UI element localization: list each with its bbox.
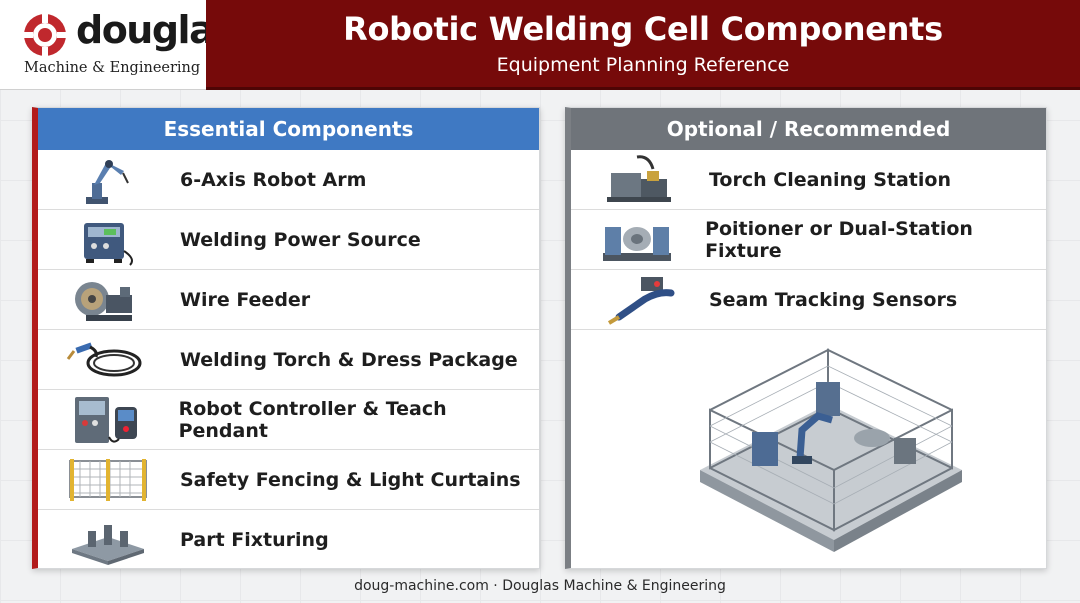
header: douglas Machine & Engineering Robotic We… [0,0,1080,90]
list-item: Torch Cleaning Station [571,150,1046,210]
essential-heading: Essential Components [38,108,539,150]
list-item: 6-Axis Robot Arm [38,150,539,210]
item-label: Welding Torch & Dress Package [180,348,518,371]
item-label: Safety Fencing & Light Curtains [180,468,521,491]
seam-sensor-icon [607,276,675,325]
item-label: Welding Power Source [180,228,421,251]
optional-heading: Optional / Recommended [571,108,1046,150]
optional-components-panel: Optional / Recommended Torch Cleaning St… [565,107,1047,569]
list-item: Welding Power Source [38,210,539,270]
page-subtitle: Equipment Planning Reference [496,54,790,76]
safety-fence-icon [69,458,147,501]
item-label: 6-Axis Robot Arm [180,168,367,191]
robot-arm-icon [86,159,129,204]
item-label: Seam Tracking Sensors [709,288,958,311]
title-band: Robotic Welding Cell Components Equipmen… [206,0,1080,90]
list-item: Safety Fencing & Light Curtains [38,450,539,510]
essential-components-panel: Essential Components 6-Axis Robot Arm We… [32,107,540,569]
page-title: Robotic Welding Cell Components [343,10,943,48]
logo-subtitle: Machine & Engineering [24,60,201,76]
item-label: Torch Cleaning Station [709,168,951,191]
list-item: Seam Tracking Sensors [571,270,1046,330]
welding-cell-illustration [700,348,962,552]
positioner-icon [603,226,672,261]
torch-cleaning-icon [607,154,671,202]
footer: doug-machine.com · Douglas Machine & Eng… [354,578,726,594]
item-label: Part Fixturing [180,529,329,551]
fixture-icon [72,525,144,565]
item-label: Poitioner or Dual-Station Fixture [705,217,973,262]
wire-feeder-icon [75,281,132,321]
list-item: Welding Torch & Dress Package [38,330,539,390]
controller-pendant-icon [75,396,138,443]
welding-torch-icon [66,341,142,376]
logo-mark-icon [22,12,68,58]
list-item: Part Fixturing [38,510,539,570]
list-item: Poitioner or Dual-Station Fixture [571,210,1046,270]
list-item: Wire Feeder [38,270,539,330]
item-label: Wire Feeder [180,288,311,311]
power-source-icon [84,222,133,266]
logo: douglas Machine & Engineering [0,0,236,90]
list-item: Robot Controller & Teach Pendant [38,390,539,450]
item-label: Robot Controller & Teach Pendant [178,397,447,442]
